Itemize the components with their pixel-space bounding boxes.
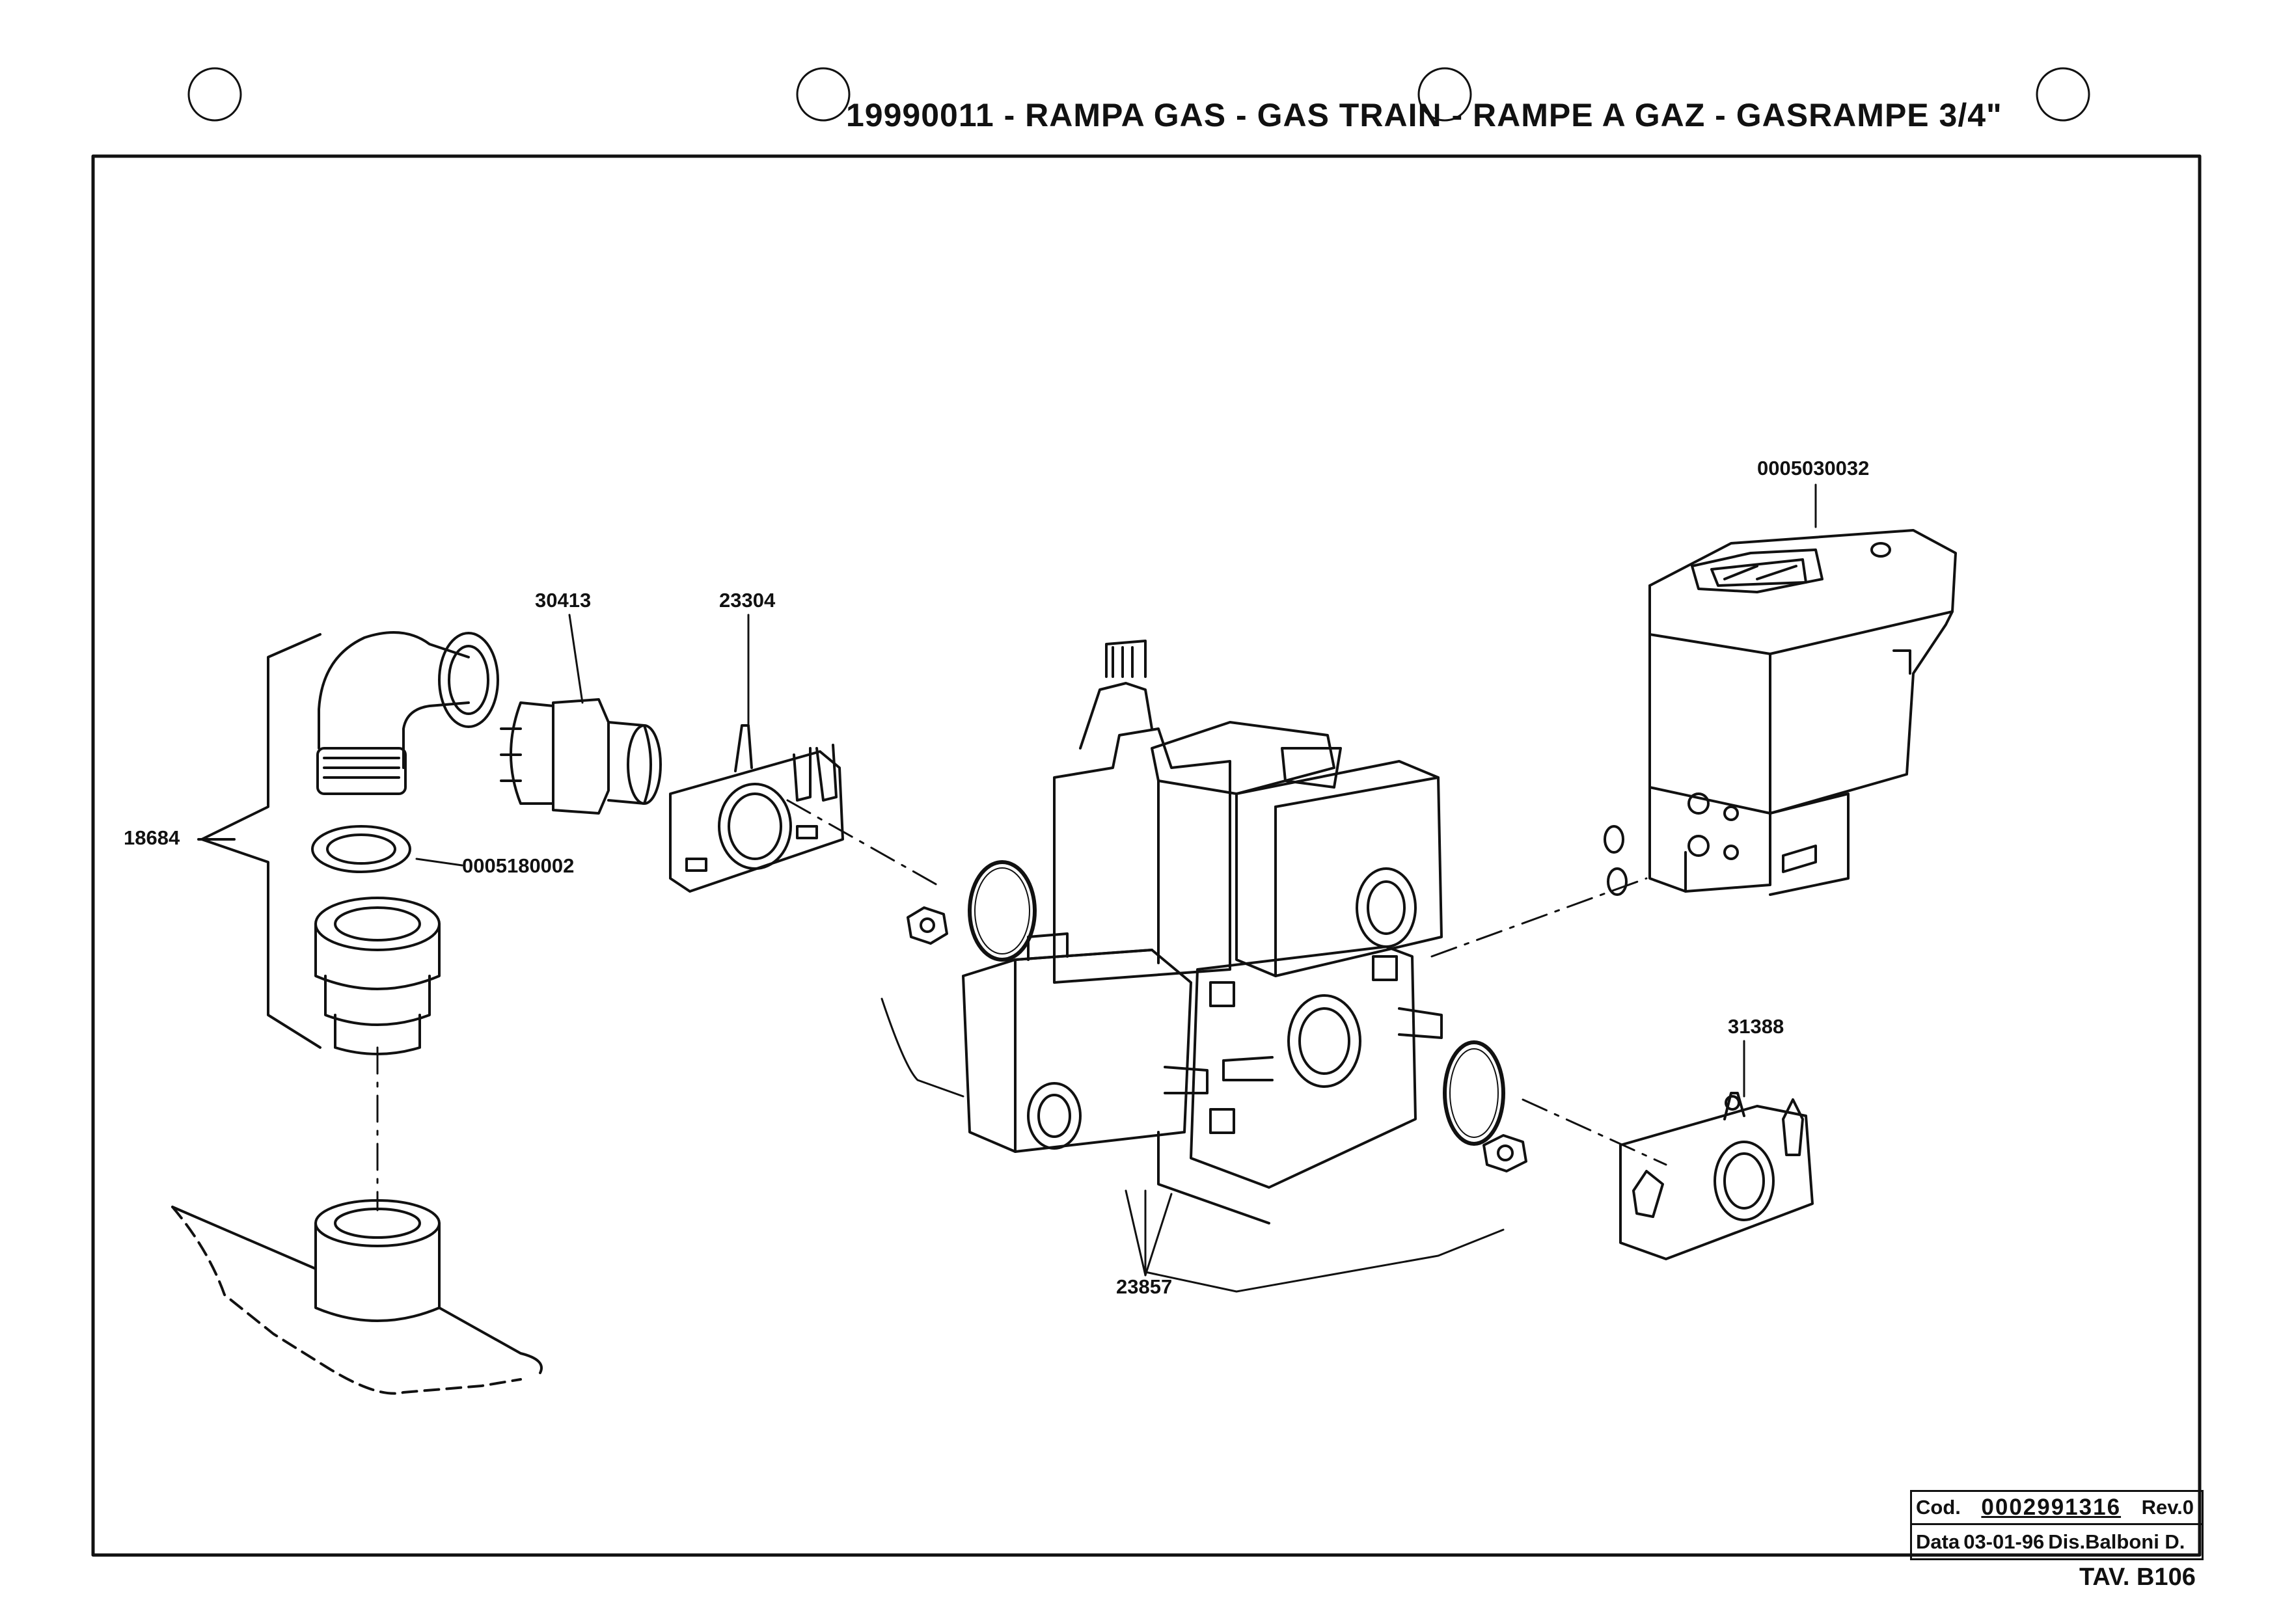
revision: Rev.0 <box>2141 1496 2194 1519</box>
drawing-frame <box>91 154 2202 1557</box>
flange-23304 <box>669 724 844 893</box>
drawing-title: 19990011 - RAMPA GAS - GAS TRAIN - RAMPE… <box>846 97 2002 133</box>
part-label-0005180002: 0005180002 <box>462 854 575 877</box>
title-block-date-row: Data 03-01-96 Dis.Balboni D. <box>1912 1525 2202 1558</box>
nut <box>1482 1134 1527 1172</box>
union-fitting <box>314 897 441 1055</box>
title-block-code-row: Cod. 0002991316 Rev.0 <box>1912 1492 2202 1525</box>
o-ring <box>1443 1040 1505 1146</box>
gasket-0005180002 <box>311 825 411 873</box>
author: Dis.Balboni D. <box>2048 1530 2185 1553</box>
elbow-fitting <box>316 631 499 795</box>
nut <box>907 906 948 945</box>
binder-hole <box>2036 67 2090 122</box>
o-ring <box>1449 1048 1499 1138</box>
sheet-number: TAV. B106 <box>2079 1563 2196 1591</box>
part-label-23857: 23857 <box>1116 1275 1173 1298</box>
cod-value: 0002991316 <box>1981 1495 2122 1520</box>
date-value: 03-01-96 <box>1963 1530 2045 1553</box>
o-ring <box>974 867 1030 954</box>
assembly-axis-lines <box>376 799 1667 1211</box>
o-ring <box>968 860 1037 962</box>
binder-hole <box>187 67 242 122</box>
flange-31388 <box>1619 1092 1814 1260</box>
data-label: Data <box>1916 1530 1960 1553</box>
part-label-31388: 31388 <box>1728 1015 1784 1038</box>
binder-hole <box>796 67 851 122</box>
title-block: Cod. 0002991316 Rev.0 Data 03-01-96 Dis.… <box>1910 1490 2204 1560</box>
part-label-0005030032: 0005030032 <box>1757 457 1870 480</box>
binder-hole <box>1417 67 1472 122</box>
leader-23857 <box>881 997 964 1098</box>
gas-valve-23857 <box>962 640 1443 1225</box>
part-label-30413: 30413 <box>535 589 592 612</box>
hex-nipple-30413 <box>500 698 662 815</box>
actuator-0005030032 <box>1648 529 1957 896</box>
pipe-socket <box>171 1199 543 1395</box>
cod-label: Cod. <box>1916 1496 1961 1519</box>
part-label-23304: 23304 <box>719 589 776 612</box>
part-label-18684: 18684 <box>124 826 180 849</box>
bracket-18684 <box>200 633 321 1049</box>
